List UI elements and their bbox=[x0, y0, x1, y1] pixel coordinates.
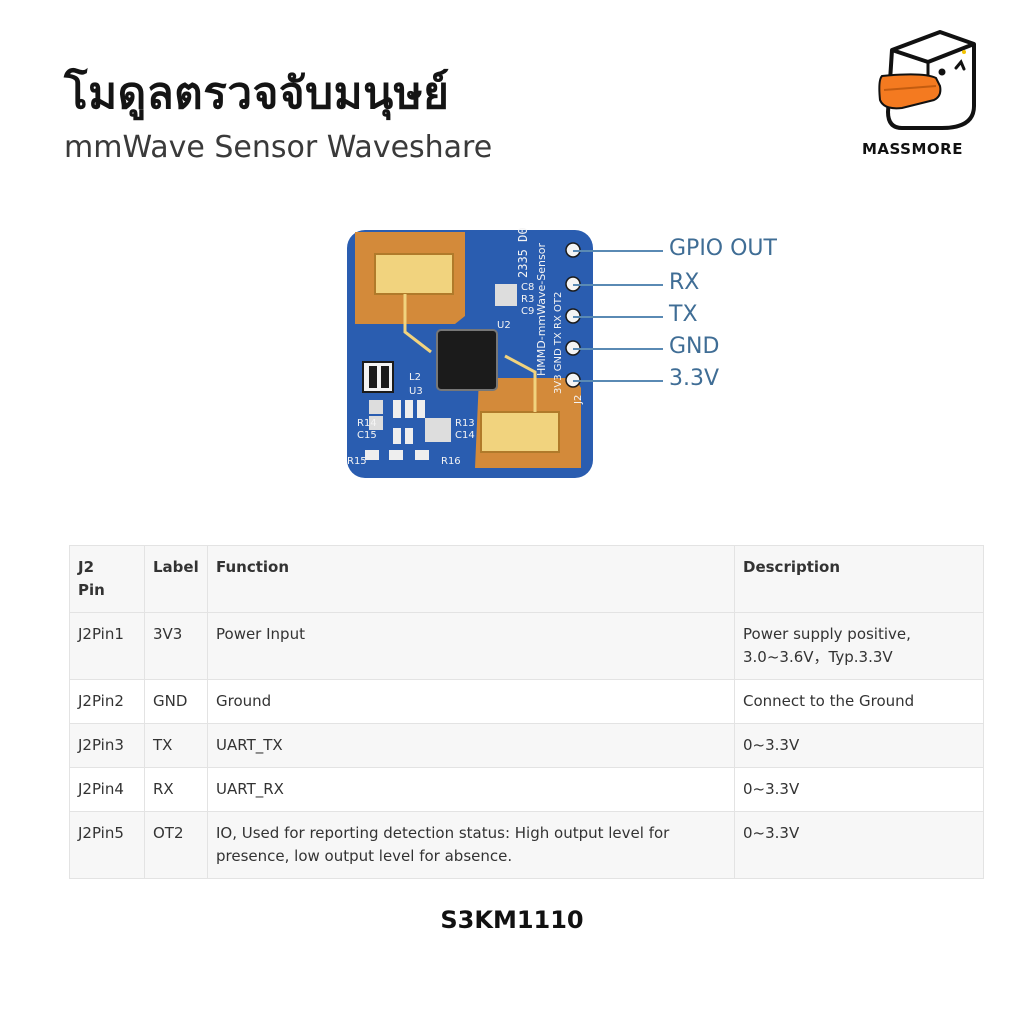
column-header-label: Label bbox=[144, 545, 208, 613]
cell-description: 0~3.3V bbox=[734, 767, 984, 812]
table-header-row: J2 Pin Label Function Description bbox=[69, 545, 984, 613]
page-title: โมดูลตรวจจับมนุษย์ bbox=[64, 68, 450, 119]
component-label: U2 bbox=[497, 320, 511, 331]
cell-pin: J2Pin3 bbox=[69, 723, 145, 768]
component-label: C14 bbox=[455, 430, 475, 441]
pin-callout-3v3: 3.3V bbox=[669, 366, 720, 391]
component-label: L2 bbox=[409, 372, 421, 383]
cell-function: IO, Used for reporting detection status:… bbox=[207, 811, 735, 879]
silkscreen-code: 2335 D03 bbox=[516, 228, 530, 278]
cell-function: Ground bbox=[207, 679, 735, 724]
pin-callout-gnd: GND bbox=[669, 334, 720, 359]
table-row: J2Pin2 GND Ground Connect to the Ground bbox=[69, 679, 984, 724]
pin-callout-gpio-out: GPIO OUT bbox=[669, 236, 777, 261]
model-code: S3KM1110 bbox=[440, 906, 584, 934]
duck-box-icon bbox=[878, 30, 976, 130]
pin-callout-tx: TX bbox=[669, 302, 698, 327]
cell-function: Power Input bbox=[207, 612, 735, 680]
component-label: R3 bbox=[521, 294, 534, 305]
cell-function: UART_RX bbox=[207, 767, 735, 812]
cell-pin: J2Pin2 bbox=[69, 679, 145, 724]
component-label: R13 bbox=[455, 418, 475, 429]
cell-description: 0~3.3V bbox=[734, 723, 984, 768]
pin-callout-line bbox=[573, 316, 663, 318]
cell-label: 3V3 bbox=[144, 612, 208, 680]
component-label: C8 bbox=[521, 282, 534, 293]
silkscreen-pin-row: 3V3 GND TX RX OT2 bbox=[553, 292, 564, 394]
cell-pin: J2Pin1 bbox=[69, 612, 145, 680]
pin-callout-line bbox=[573, 250, 663, 252]
component-label: R14 bbox=[357, 418, 377, 429]
pin-table: J2 Pin Label Function Description J2Pin1… bbox=[69, 545, 984, 879]
component-label: R15 bbox=[347, 456, 367, 467]
column-header-description: Description bbox=[734, 545, 984, 613]
cell-label: TX bbox=[144, 723, 208, 768]
table-row: J2Pin4 RX UART_RX 0~3.3V bbox=[69, 767, 984, 812]
cell-pin: J2Pin4 bbox=[69, 767, 145, 812]
table-row: J2Pin5 OT2 IO, Used for reporting detect… bbox=[69, 811, 984, 879]
component-label: C15 bbox=[357, 430, 377, 441]
cell-description: Power supply positive, 3.0~3.6V，Typ.3.3V bbox=[734, 612, 984, 680]
cell-description: Connect to the Ground bbox=[734, 679, 984, 724]
pin-callout-line bbox=[573, 284, 663, 286]
cell-description: 0~3.3V bbox=[734, 811, 984, 879]
sensor-board-illustration: 3V3 GND TX RX OT2 HMMD-mmWave-Sensor 233… bbox=[345, 228, 795, 488]
table-row: J2Pin3 TX UART_TX 0~3.3V bbox=[69, 723, 984, 768]
cell-label: OT2 bbox=[144, 811, 208, 879]
column-header-pin: J2 Pin bbox=[69, 545, 145, 613]
component-label: C9 bbox=[521, 306, 534, 317]
pin-callout-rx: RX bbox=[669, 270, 700, 295]
component-label: R16 bbox=[441, 456, 461, 467]
page-subtitle: mmWave Sensor Waveshare bbox=[64, 130, 493, 165]
cell-pin: J2Pin5 bbox=[69, 811, 145, 879]
cell-label: GND bbox=[144, 679, 208, 724]
brand-name: MASSMORE bbox=[862, 140, 963, 158]
pcb-board: 3V3 GND TX RX OT2 HMMD-mmWave-Sensor 233… bbox=[347, 228, 593, 478]
table-row: J2Pin1 3V3 Power Input Power supply posi… bbox=[69, 612, 984, 680]
component-label: U3 bbox=[409, 386, 423, 397]
silkscreen-header-label: J2 bbox=[573, 395, 584, 405]
pin-callout-line bbox=[573, 348, 663, 350]
cell-label: RX bbox=[144, 767, 208, 812]
brand-logo: MASSMORE bbox=[862, 28, 982, 168]
cell-function: UART_TX bbox=[207, 723, 735, 768]
pin-callout-line bbox=[573, 380, 663, 382]
silkscreen-board-name: HMMD-mmWave-Sensor bbox=[535, 243, 548, 376]
column-header-function: Function bbox=[207, 545, 735, 613]
